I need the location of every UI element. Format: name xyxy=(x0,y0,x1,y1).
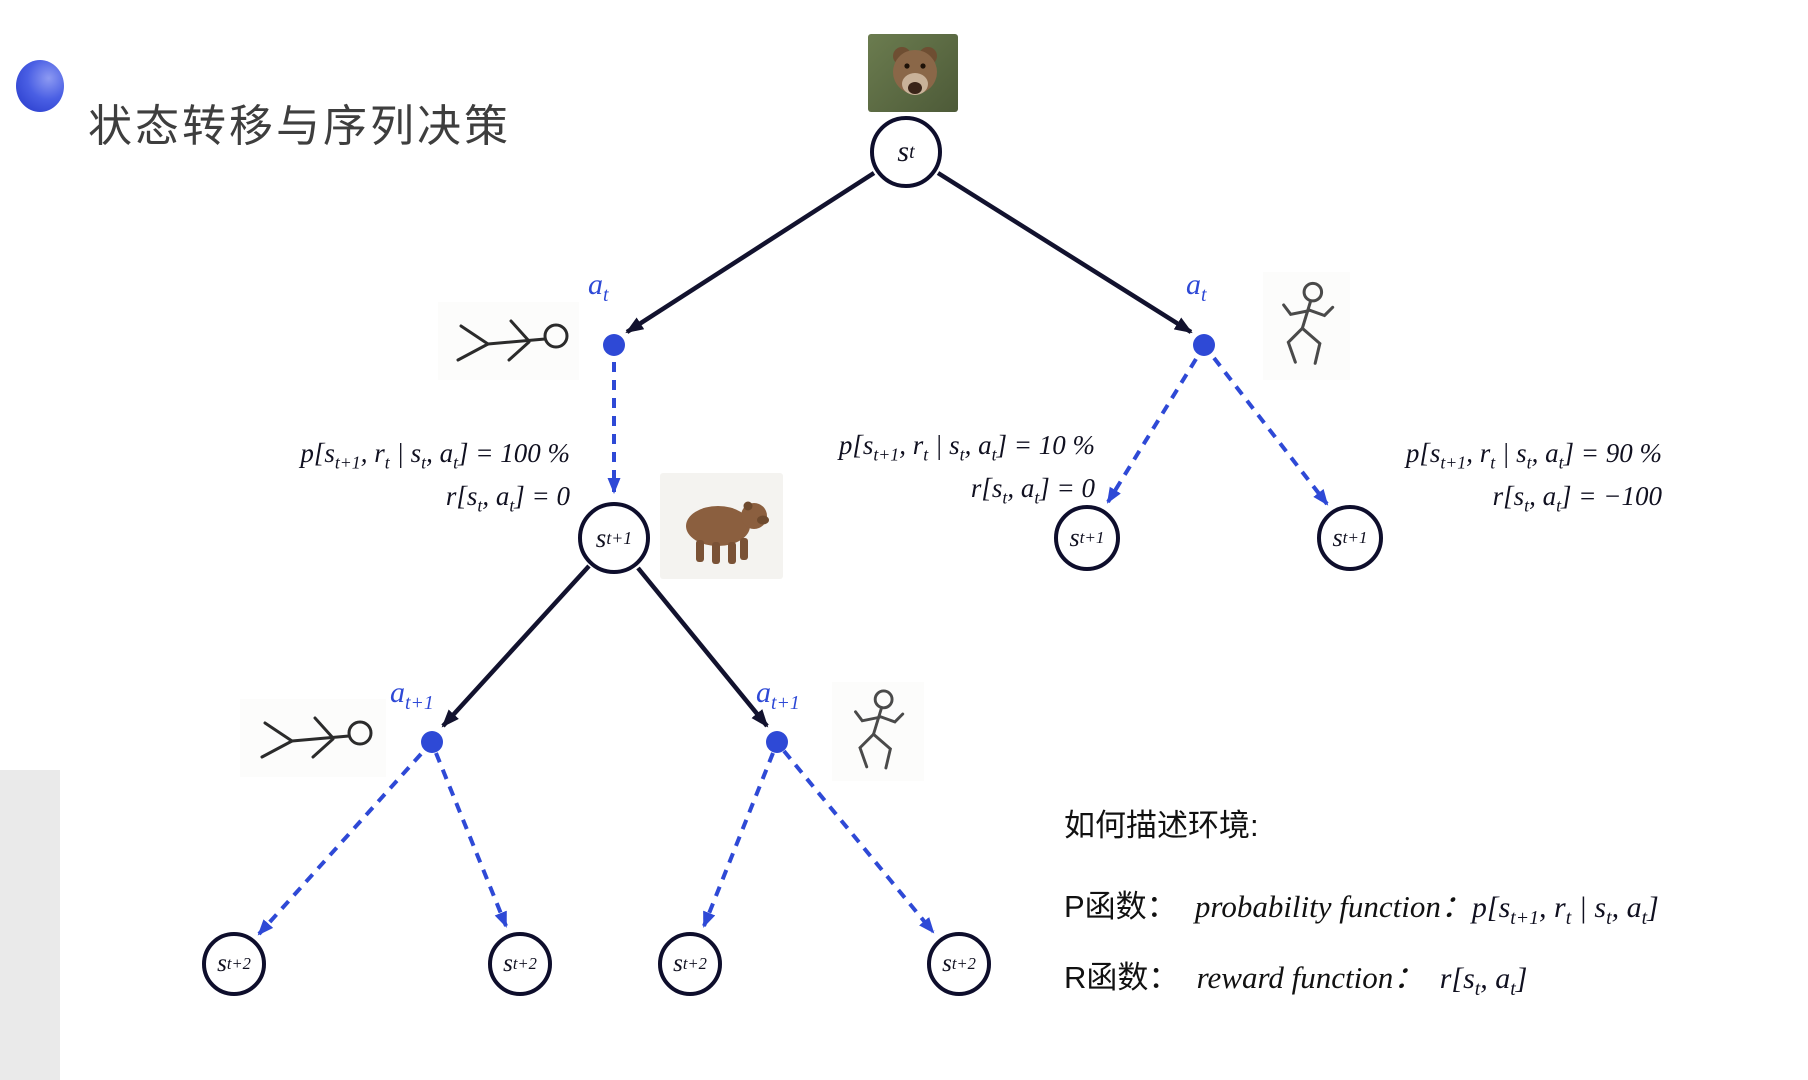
r-equation: r[st, at] = 0 xyxy=(445,480,570,516)
edge-st1-to-at1-right xyxy=(636,566,769,728)
r-function-name: reward function： xyxy=(1196,960,1440,995)
r-function-line: R函数： reward function： r[st, at] xyxy=(1064,952,1659,1000)
p-equation: p[st+1, rt | st, at] = 90 % xyxy=(1405,438,1662,473)
legend-heading: 如何描述环境: xyxy=(1064,808,1259,843)
equation-block-left: p[st+1, rt | st, at] = 100 % r[st, at] =… xyxy=(186,432,570,517)
action-dot-at1-right xyxy=(766,731,788,753)
page-title: 状态转移与序列决策 xyxy=(88,102,511,151)
action-dot-at-left xyxy=(603,334,625,356)
walking-bear-photo xyxy=(660,473,783,579)
p-function-prefix: P函数： xyxy=(1064,889,1195,924)
edge-st-to-at-right xyxy=(936,171,1193,334)
edge-at1-right-to-st2-3 xyxy=(702,752,775,928)
edge-at1-left-to-st2-2 xyxy=(434,752,508,928)
action-label-at1-left: at+1 xyxy=(390,676,434,714)
p-function-line: P函数： probability function： p[st+1, rt | … xyxy=(1064,881,1659,929)
equation-block-right: p[st+1, rt | st, at] = 90 % r[st, at] = … xyxy=(1318,432,1662,517)
action-label-at-right: at xyxy=(1186,268,1207,306)
walking-bear-icon xyxy=(685,501,769,564)
r-function-formula: r[st, at] xyxy=(1439,962,1528,1000)
roaring-bear-photo xyxy=(868,34,958,112)
title-bullet-ball xyxy=(16,60,64,112)
r-function-prefix: R函数： xyxy=(1064,960,1197,995)
r-equation: r[st, at] = −100 xyxy=(1492,480,1662,516)
action-dot-at1-left xyxy=(421,731,443,753)
dead-person-icon xyxy=(456,319,568,362)
edge-at-right-to-st1-right xyxy=(1212,356,1329,506)
equation-block-mid: p[st+1, rt | st, at] = 10 % r[st, at] = … xyxy=(755,424,1095,509)
environment-description: 如何描述环境: P函数： probability function： p[st+… xyxy=(1064,800,1659,1000)
p-function-name: probability function： xyxy=(1194,889,1472,924)
p-equation: p[st+1, rt | st, at] = 10 % xyxy=(838,430,1095,465)
roaring-bear-icon xyxy=(893,47,937,95)
edge-at1-right-to-st2-4 xyxy=(782,749,935,934)
edge-at-right-to-st1-mid xyxy=(1106,357,1198,504)
running-person-icon xyxy=(1281,281,1334,365)
dead-person-sketch xyxy=(438,302,579,380)
running-person-sketch xyxy=(1263,272,1350,380)
r-equation: r[st, at] = 0 xyxy=(970,472,1095,508)
running-person-icon xyxy=(854,688,905,769)
action-label-at-left: at xyxy=(588,268,609,306)
running-person-sketch xyxy=(832,682,924,781)
p-function-formula: p[st+1, rt | st, at] xyxy=(1471,891,1659,929)
edge-st1-to-at1-left xyxy=(441,564,591,728)
dead-person-icon xyxy=(260,716,373,759)
left-edge-strip xyxy=(0,770,60,1080)
action-label-at1-right: at+1 xyxy=(756,676,800,714)
p-equation: p[st+1, rt | st, at] = 100 % xyxy=(300,438,570,473)
action-dot-at-right xyxy=(1193,334,1215,356)
edge-at1-left-to-st2-1 xyxy=(257,752,423,936)
edge-st-to-at-left xyxy=(625,171,876,334)
dead-person-sketch xyxy=(240,699,386,777)
